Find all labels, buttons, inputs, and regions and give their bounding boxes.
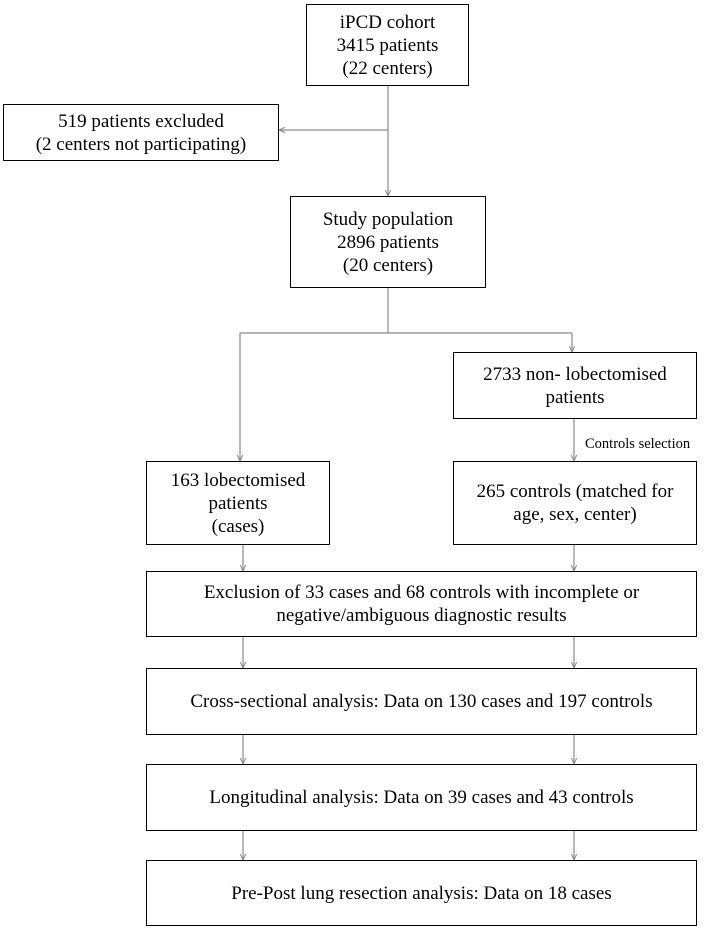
longitudinal-line-1: Longitudinal analysis: Data on 39 cases … [209,787,634,808]
lobectomised-line-2: patients [208,492,268,514]
non-lobectomised-line-2: patients [545,386,605,408]
controls-selection-label: Controls selection [585,436,691,452]
cross-sectional-box: Cross-sectional analysis: Data on 130 ca… [146,668,697,735]
cohort-box: iPCD cohort 3415 patients (22 centers) [306,4,469,86]
study-population-box: Study population 2896 patients (20 cente… [290,196,486,288]
lobectomised-line-3: (cases) [211,515,265,537]
study-line-3: (20 centers) [342,254,434,276]
controls-line-2: age, sex, center) [513,504,637,525]
exclusion-line-1: Exclusion of 33 cases and 68 controls wi… [203,582,640,603]
longitudinal-box: Longitudinal analysis: Data on 39 cases … [146,764,697,831]
excluded-box: 519 patients excluded (2 centers not par… [3,104,279,161]
controls-box: 265 controls (matched for age, sex, cent… [453,461,697,545]
excluded-line-2: (2 centers not participating) [35,133,247,155]
exclusion-line-2: negative/ambiguous diagnostic results [276,605,567,626]
cohort-line-1: iPCD cohort [339,11,436,33]
controls-line-1: 265 controls (matched for [476,481,674,502]
non-lobectomised-box: 2733 non- lobectomised patients [453,352,697,419]
lobectomised-box: 163 lobectomised patients (cases) [146,461,330,545]
exclusion-box: Exclusion of 33 cases and 68 controls wi… [146,571,697,637]
excluded-line-1: 519 patients excluded [58,110,224,132]
cohort-line-3: (22 centers) [342,57,433,79]
study-line-1: Study population [322,208,454,230]
non-lobectomised-line-1: 2733 non- lobectomised [483,363,667,385]
pre-post-line-1: Pre-Post lung resection analysis: Data o… [231,882,612,904]
lobectomised-line-1: 163 lobectomised [170,469,306,491]
cross-sectional-line-1: Cross-sectional analysis: Data on 130 ca… [190,691,653,712]
study-line-2: 2896 patients [337,231,439,253]
cohort-line-2: 3415 patients [336,34,439,56]
pre-post-box: Pre-Post lung resection analysis: Data o… [146,860,697,926]
